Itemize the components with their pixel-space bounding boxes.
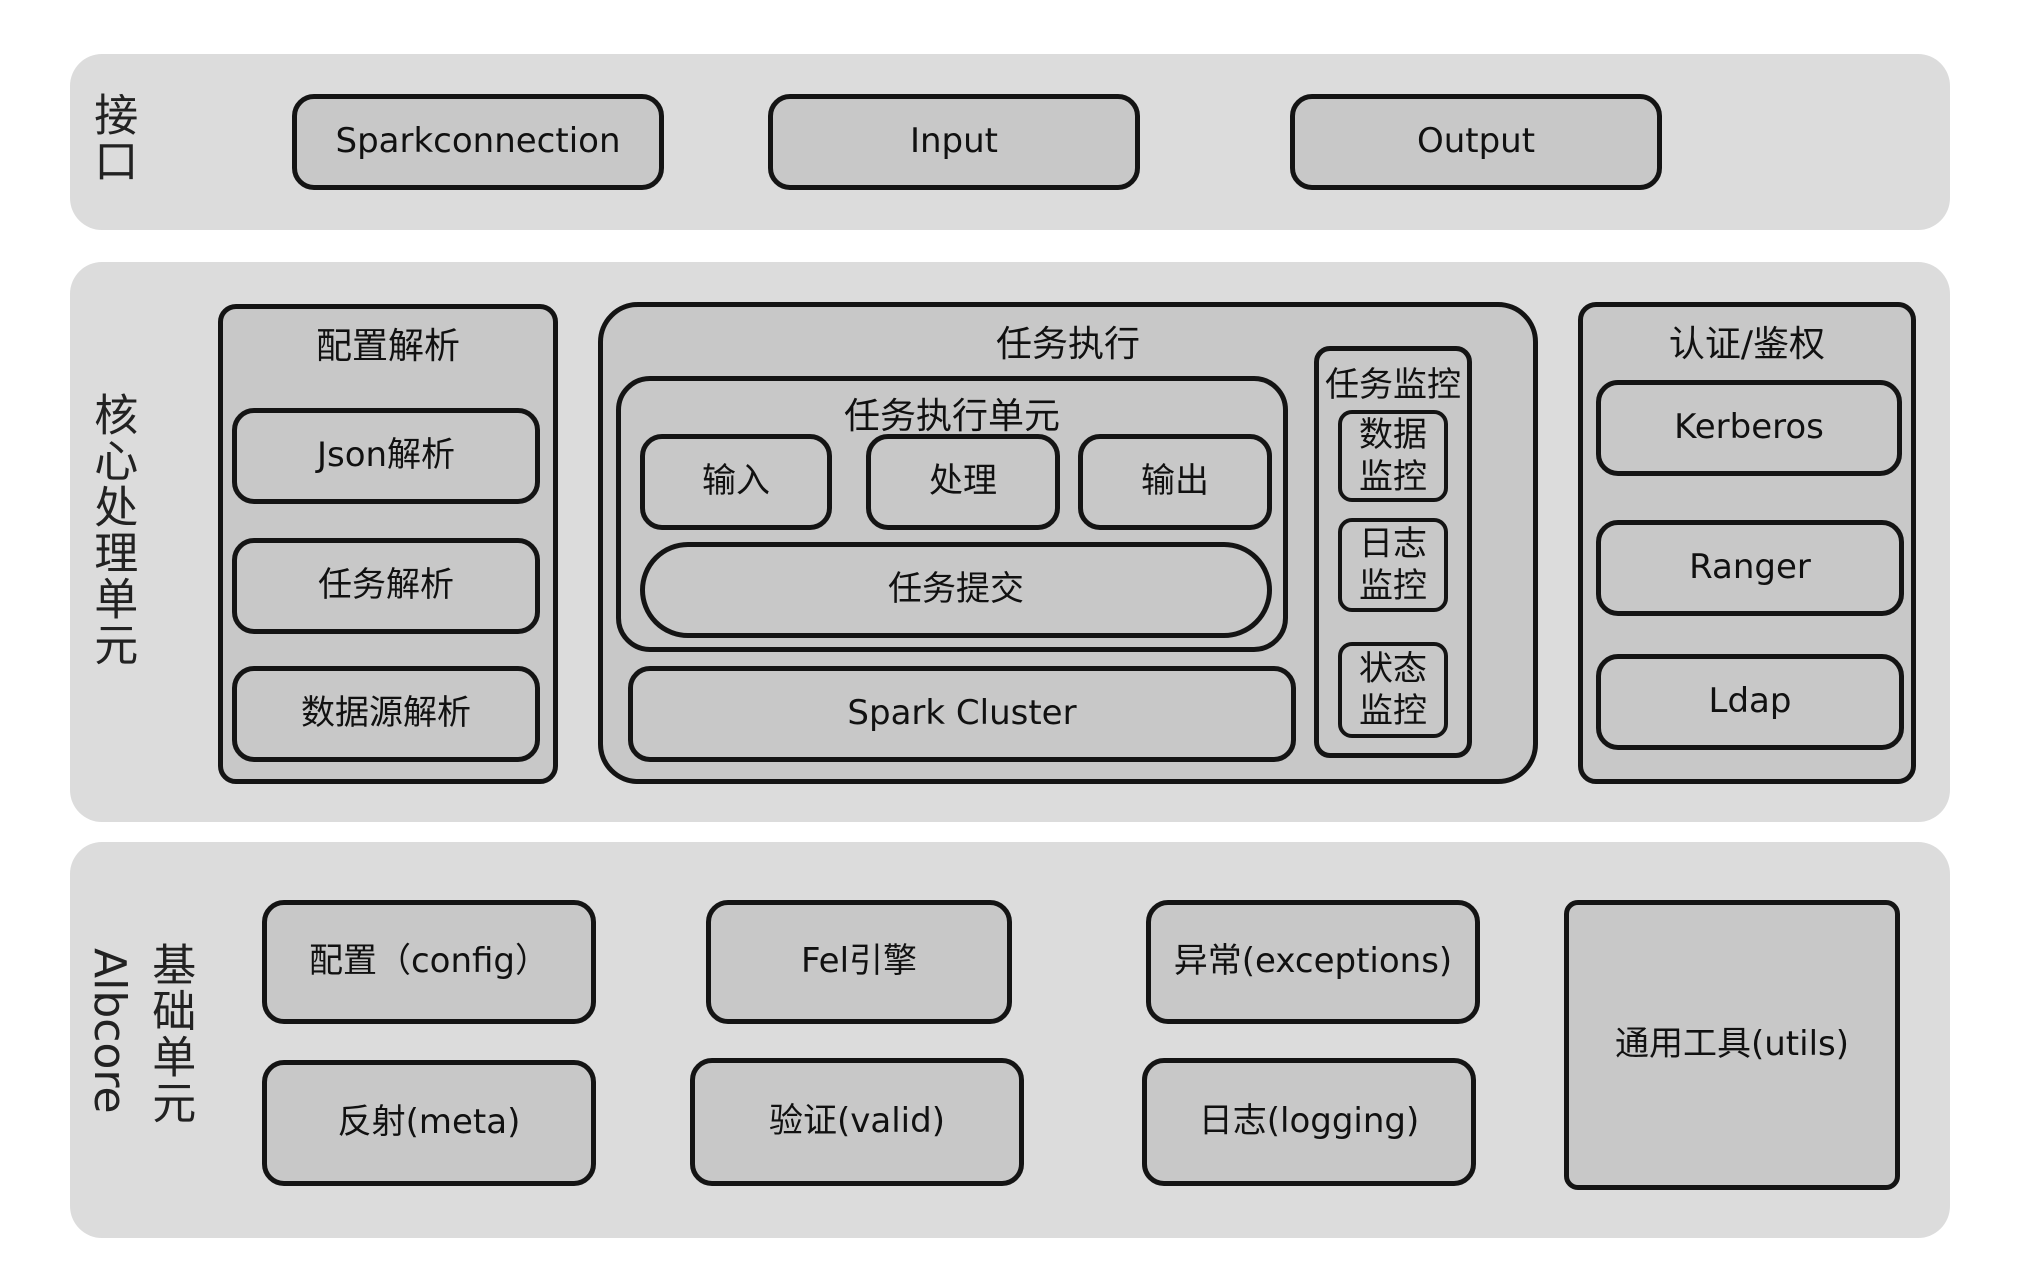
kerberos-box: Kerberos bbox=[1596, 380, 1902, 476]
utils-label: 通用工具(utils) bbox=[1614, 1024, 1849, 1065]
kerberos-label: Kerberos bbox=[1674, 407, 1824, 448]
input-label: Input bbox=[909, 121, 999, 162]
utils-box: 通用工具(utils) bbox=[1564, 900, 1900, 1190]
output-label: Output bbox=[1416, 121, 1536, 162]
ranger-box: Ranger bbox=[1596, 520, 1904, 616]
meta-box: 反射(meta) bbox=[262, 1060, 596, 1186]
status-monitor-box: 状态 监控 bbox=[1338, 642, 1448, 738]
task-exec-unit-title: 任务执行单元 bbox=[843, 396, 1060, 437]
spark-cluster-box: Spark Cluster bbox=[628, 666, 1296, 762]
input-box: Input bbox=[768, 94, 1140, 190]
meta-label: 反射(meta) bbox=[337, 1102, 521, 1143]
datasource-parse-label: 数据源解析 bbox=[301, 693, 471, 734]
exec-process-label: 处理 bbox=[929, 461, 997, 502]
logging-box: 日志(logging) bbox=[1142, 1058, 1476, 1186]
json-parse-box: Json解析 bbox=[232, 408, 540, 504]
ranger-label: Ranger bbox=[1689, 547, 1811, 588]
json-parse-label: Json解析 bbox=[316, 435, 456, 476]
sparkconnection-label: Sparkconnection bbox=[335, 121, 621, 162]
datasource-parse-box: 数据源解析 bbox=[232, 666, 540, 762]
config-parse-title: 配置解析 bbox=[315, 326, 460, 367]
log-monitor-box: 日志 监控 bbox=[1338, 518, 1448, 612]
output-box: Output bbox=[1290, 94, 1662, 190]
sparkconnection-box: Sparkconnection bbox=[292, 94, 664, 190]
task-submit-label: 任务提交 bbox=[888, 569, 1024, 610]
fel-engine-box: Fel引擎 bbox=[706, 900, 1012, 1024]
spark-cluster-label: Spark Cluster bbox=[847, 693, 1077, 734]
valid-label: 验证(valid) bbox=[769, 1101, 945, 1142]
exec-input-box: 输入 bbox=[640, 434, 832, 530]
exec-process-box: 处理 bbox=[866, 434, 1060, 530]
task-submit-box: 任务提交 bbox=[640, 542, 1272, 638]
auth-title: 认证/鉴权 bbox=[1668, 324, 1826, 365]
albcore-label: Albcore bbox=[84, 948, 136, 1114]
task-parse-box: 任务解析 bbox=[232, 538, 540, 634]
valid-box: 验证(valid) bbox=[690, 1058, 1024, 1186]
base-band-label: 基础单元 bbox=[144, 942, 196, 1126]
task-exec-title: 任务执行 bbox=[995, 324, 1140, 365]
interface-band-label: 接口 bbox=[86, 92, 138, 184]
status-monitor-label: 状态 监控 bbox=[1359, 648, 1427, 732]
exceptions-box: 异常(exceptions) bbox=[1146, 900, 1480, 1024]
logging-label: 日志(logging) bbox=[1198, 1101, 1420, 1142]
exec-output-box: 输出 bbox=[1078, 434, 1272, 530]
fel-engine-label: Fel引擎 bbox=[800, 941, 918, 982]
exceptions-label: 异常(exceptions) bbox=[1173, 941, 1453, 982]
config-box: 配置（config） bbox=[262, 900, 596, 1024]
ldap-box: Ldap bbox=[1596, 654, 1904, 750]
log-monitor-label: 日志 监控 bbox=[1359, 523, 1427, 607]
ldap-label: Ldap bbox=[1708, 681, 1792, 722]
exec-input-label: 输入 bbox=[702, 461, 770, 502]
config-label: 配置（config） bbox=[308, 941, 550, 982]
data-monitor-label: 数据 监控 bbox=[1359, 414, 1427, 498]
data-monitor-box: 数据 监控 bbox=[1338, 410, 1448, 502]
exec-output-label: 输出 bbox=[1141, 461, 1209, 502]
core-band-label: 核心处理单元 bbox=[86, 392, 138, 668]
task-parse-label: 任务解析 bbox=[318, 565, 454, 606]
task-monitor-title: 任务监控 bbox=[1325, 365, 1461, 405]
